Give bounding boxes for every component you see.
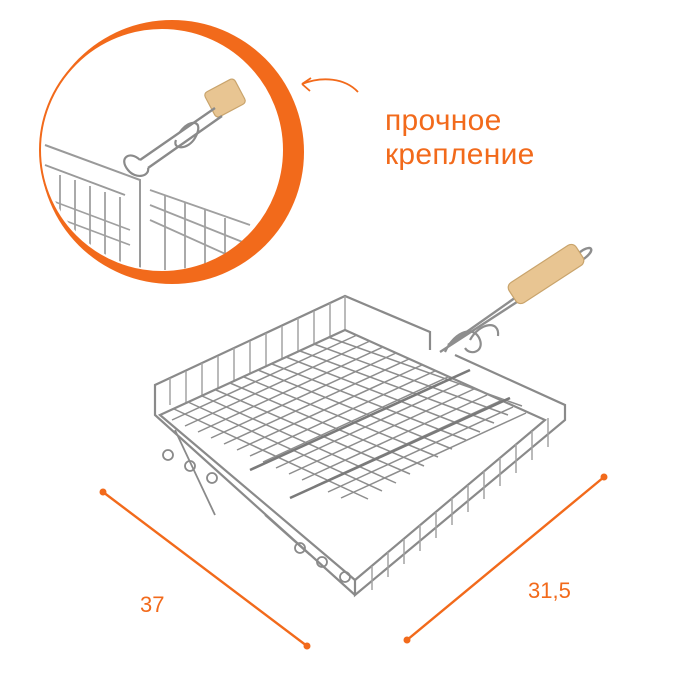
grill-mesh xyxy=(157,328,548,582)
callout-line-2: крепление xyxy=(385,138,535,171)
dimension-line-length xyxy=(99,488,311,650)
dimension-line-width xyxy=(403,473,608,644)
zoom-circle-border xyxy=(39,27,285,273)
grill-basket xyxy=(153,243,593,598)
curved-arrow-icon xyxy=(301,77,359,93)
zoom-circle-background xyxy=(40,28,284,272)
wooden-handle xyxy=(507,243,585,305)
callout-line-1: прочное xyxy=(385,104,502,137)
dimension-length-label: 37 xyxy=(140,592,165,617)
callout-text: прочное крепление xyxy=(385,104,535,172)
dimension-width-label: 31,5 xyxy=(528,578,571,603)
zoom-detail xyxy=(44,78,251,270)
zoom-inset xyxy=(39,20,304,284)
